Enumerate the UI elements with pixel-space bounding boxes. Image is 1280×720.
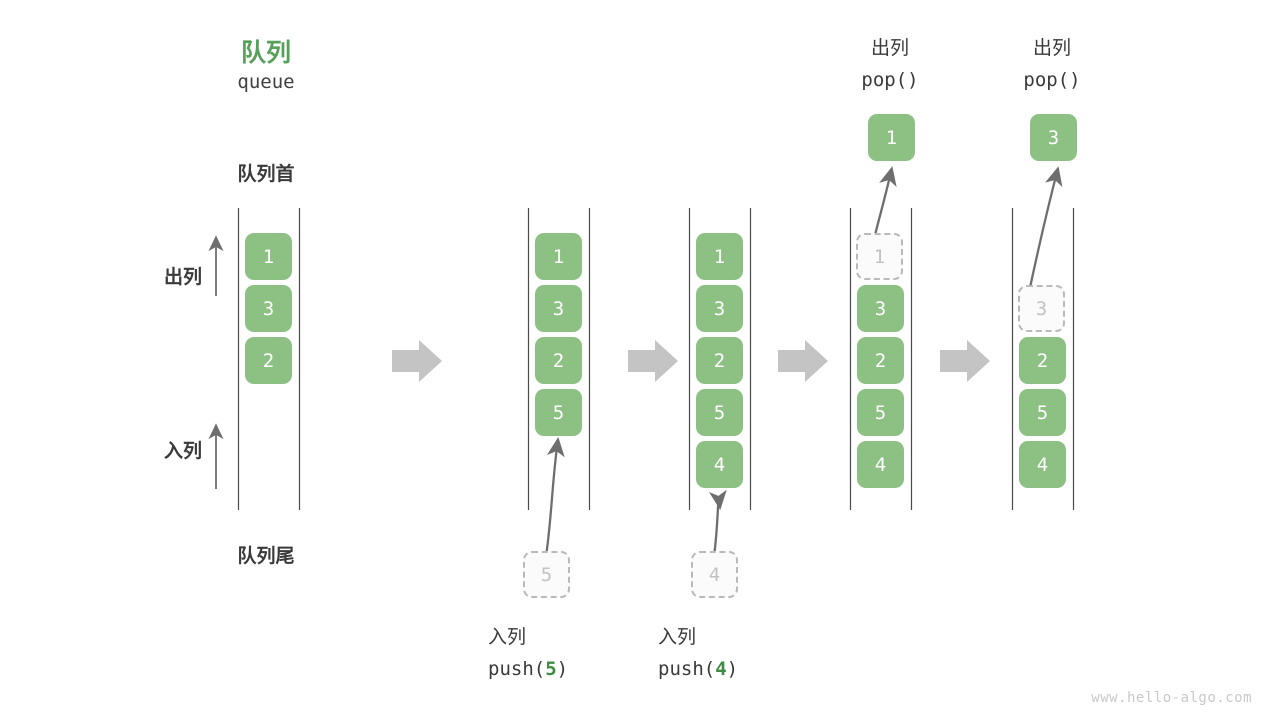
push-code-prefix: push( (658, 658, 716, 680)
push-code-suffix: ) (556, 658, 569, 680)
queue-cell: 3 (245, 285, 292, 332)
push-curves (544, 436, 727, 557)
vacated-ghost-cell: 1 (856, 233, 903, 280)
push-code-prefix: push( (488, 658, 546, 680)
pop-caption-code: pop() (861, 69, 919, 91)
push-curve-5 (544, 436, 565, 557)
push-code-suffix: ) (726, 658, 739, 680)
queue-cell: 2 (1019, 337, 1066, 384)
enqueue-direction-label: 入列 (163, 441, 202, 462)
queue-cell: 3 (535, 285, 582, 332)
queue-cell: 2 (245, 337, 292, 384)
incoming-ghost-cell: 4 (691, 551, 738, 598)
queue-cell: 3 (857, 285, 904, 332)
dequeue-direction-label: 出列 (163, 267, 202, 288)
queue-cell: 5 (1019, 389, 1066, 436)
queue-rails (237, 208, 1075, 510)
queue-cell: 1 (245, 233, 292, 280)
pop-caption-cn: 出列 (1032, 38, 1071, 59)
popped-cell: 1 (868, 114, 915, 161)
queue-cell: 4 (857, 441, 904, 488)
page-title-cn: 队列 (240, 39, 291, 67)
pop-caption-code: pop() (1023, 69, 1081, 91)
queue-cell: 4 (696, 441, 743, 488)
transition-arrow-1 (392, 340, 442, 382)
vacated-ghost-cell: 3 (1018, 285, 1065, 332)
push-curve-4 (708, 489, 727, 557)
queue-cell: 4 (1019, 441, 1066, 488)
queue-cell: 3 (696, 285, 743, 332)
queue-head-label: 队列首 (237, 164, 295, 185)
push-code-value: 5 (545, 658, 557, 680)
push-caption-code: push(4) (658, 658, 848, 680)
push-code-value: 4 (715, 658, 727, 680)
push-caption-code: push(5) (488, 658, 678, 680)
queue-cell: 5 (696, 389, 743, 436)
queue-tail-label: 队列尾 (237, 546, 295, 567)
queue-cell: 2 (535, 337, 582, 384)
incoming-ghost-cell: 5 (523, 551, 570, 598)
push-caption-cn: 入列 (658, 627, 697, 648)
page-title-en: queue (237, 71, 295, 93)
queue-cell: 5 (857, 389, 904, 436)
push-caption-cn: 入列 (488, 627, 527, 648)
queue-cell: 1 (535, 233, 582, 280)
queue-cell: 1 (696, 233, 743, 280)
queue-cell: 2 (857, 337, 904, 384)
transition-arrow-3 (778, 340, 828, 382)
queue-cell: 2 (696, 337, 743, 384)
transition-arrow-2 (628, 340, 678, 382)
popped-cell: 3 (1030, 114, 1077, 161)
watermark: www.hello-algo.com (1091, 690, 1252, 706)
pop-caption-cn: 出列 (870, 38, 909, 59)
queue-cell: 5 (535, 389, 582, 436)
transition-arrow-4 (940, 340, 990, 382)
